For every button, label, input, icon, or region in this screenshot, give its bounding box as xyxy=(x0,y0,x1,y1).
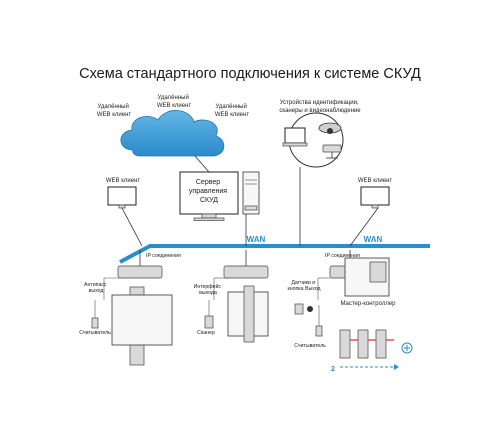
controller-middle-icon xyxy=(223,265,269,279)
remote-client-label-2: Удалённый WEB клиент xyxy=(157,94,192,109)
gate-count-label: 2 xyxy=(331,366,335,373)
reader-right-icon xyxy=(315,325,323,337)
web-client-right-label: WEB клиент xyxy=(358,178,393,184)
cctv-camera-icon xyxy=(322,144,342,159)
web-client-left-icon xyxy=(107,186,137,209)
turnstile-left-icon xyxy=(111,286,173,366)
detector-label: Датчики и кнопка Выход xyxy=(287,280,320,292)
plus-icon xyxy=(401,342,413,354)
scanner-icon xyxy=(204,315,214,329)
turnstile-middle-icon xyxy=(227,285,269,343)
barrier-gates-icon xyxy=(339,329,394,359)
remote-client-label-3: Удалённый WEB клиент xyxy=(215,103,250,118)
server-tower-icon xyxy=(242,171,260,215)
controller-left-icon xyxy=(117,265,163,279)
laptop-icon xyxy=(282,127,308,147)
wan-label-2: WAN xyxy=(364,235,383,244)
cloud-icon xyxy=(120,110,225,157)
remote-client-label-1: Удалённый WEB клиент xyxy=(97,103,132,118)
page-title: Схема стандартного подключения к системе… xyxy=(79,66,421,82)
master-controller-icon xyxy=(344,257,390,297)
ip-label-1: IP соединения xyxy=(146,253,181,259)
server-label: Сервер управления СКУД xyxy=(189,179,229,204)
scanner-label: Сканер xyxy=(197,330,215,336)
reader-left-icon xyxy=(91,317,99,329)
antipass-label: Антипасс выход xyxy=(84,282,108,294)
arrow-head-icon xyxy=(394,364,399,370)
master-controller-label: Мастер-контроллер xyxy=(340,301,396,307)
web-client-left-label: WEB клиент xyxy=(106,178,141,184)
dome-camera-icon xyxy=(318,122,342,134)
reader-right-label: Считыватель xyxy=(294,343,326,349)
interface-label: Интерфейс выхода xyxy=(194,283,223,296)
devices-group-label: Устройства идентификации, сканеры и виде… xyxy=(279,99,361,114)
wan-bus xyxy=(119,244,430,264)
ip-label-2: IP соединения xyxy=(325,253,360,259)
wan-label-1: WAN xyxy=(247,235,266,244)
web-client-right-icon xyxy=(360,186,390,209)
reader-left-label: Считыватель xyxy=(79,330,111,336)
detector-icon xyxy=(294,303,313,315)
